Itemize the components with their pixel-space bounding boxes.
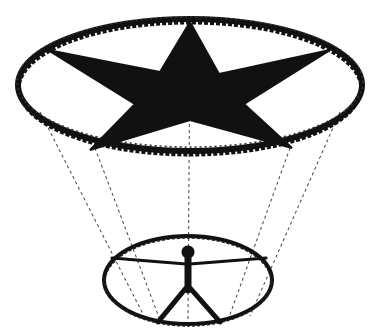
projection-line-left-outer	[40, 112, 145, 318]
figure-right-arm	[190, 258, 266, 264]
human-figure	[112, 246, 266, 322]
figure-left-leg	[158, 288, 186, 322]
projection-line-left-inner	[95, 148, 160, 320]
figure-left-arm	[112, 258, 186, 264]
projection-line-right-inner	[228, 148, 290, 320]
figure-right-leg	[190, 288, 220, 322]
